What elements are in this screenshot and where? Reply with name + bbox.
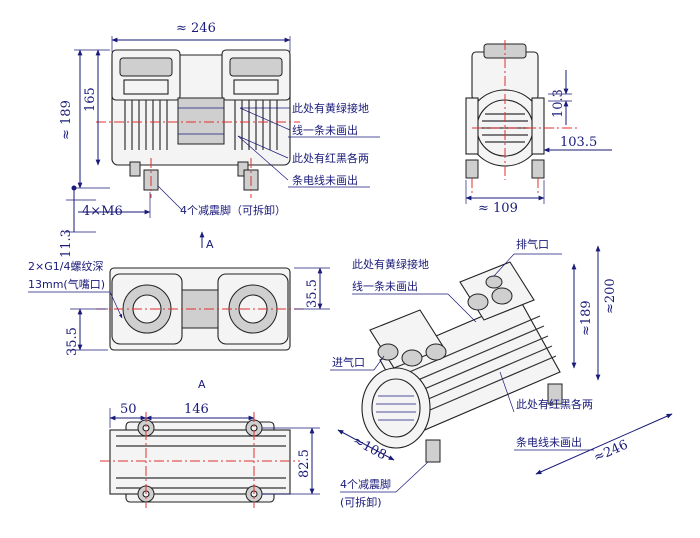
note-iso-redblack-2: 条电线未画出 — [516, 435, 582, 449]
dim-35-5-left: 35.5 — [65, 327, 80, 356]
view-label-a-1: A — [206, 238, 214, 251]
note-thread-1: 2×G1/4螺纹深 — [28, 259, 103, 273]
dim-35-5-right: 35.5 — [305, 279, 320, 308]
front-view: ≈ 246 ≈ 189 165 11.3 4×M6 4个减震脚（可拆卸） 此处有… — [59, 21, 380, 258]
view-label-a-2: A — [198, 378, 206, 391]
dim-iso-189: ≈189 — [579, 300, 594, 336]
dim-11-3: 11.3 — [59, 229, 74, 258]
side-view: 10.3 103.5 ≈ 109 — [465, 40, 612, 216]
dim-top-width: ≈ 246 — [176, 21, 216, 36]
dim-109: ≈ 109 — [478, 201, 518, 216]
note-ground-2: 线一条未画出 — [292, 123, 358, 137]
note-iso-redblack-1: 此处有红黑各两 — [516, 397, 593, 411]
note-iso-feet-2: (可拆卸) — [340, 495, 382, 509]
dim-10-3: 10.3 — [551, 89, 566, 118]
note-feet: 4个减震脚（可拆卸） — [180, 203, 286, 217]
dim-iso-246: ≈246 — [592, 437, 631, 465]
dim-iso-200: ≈200 — [603, 278, 618, 314]
dim-103-5: 103.5 — [560, 135, 597, 150]
dim-82-5: 82.5 — [297, 449, 312, 478]
note-redblack-2: 条电线未画出 — [292, 173, 358, 187]
isometric-view: ≈108 ≈246 ≈189 ≈200 此处有黄绿接地 线一条未画出 排气口 进… — [330, 237, 673, 509]
note-intake: 进气口 — [332, 355, 365, 369]
note-thread-2: 13mm(气嘴口) — [28, 277, 105, 291]
note-ground-1: 此处有黄绿接地 — [292, 101, 369, 115]
note-redblack-1: 此处有红黑各两 — [292, 151, 369, 165]
note-iso-ground-1: 此处有黄绿接地 — [352, 257, 429, 271]
bottom-view: 50 146 82.5 — [100, 402, 320, 508]
dim-4xm6: 4×M6 — [82, 204, 123, 219]
note-iso-feet-1: 4个减震脚 — [340, 477, 391, 491]
dim-height-189: ≈ 189 — [59, 100, 74, 140]
dim-146: 146 — [184, 402, 209, 417]
note-iso-ground-2: 线一条未画出 — [352, 279, 418, 293]
note-exhaust: 排气口 — [516, 237, 549, 251]
dim-50: 50 — [120, 402, 137, 417]
top-view: 35.5 35.5 2×G1/4螺纹深 13mm(气嘴口) A — [28, 259, 330, 391]
dim-height-165: 165 — [83, 87, 98, 112]
